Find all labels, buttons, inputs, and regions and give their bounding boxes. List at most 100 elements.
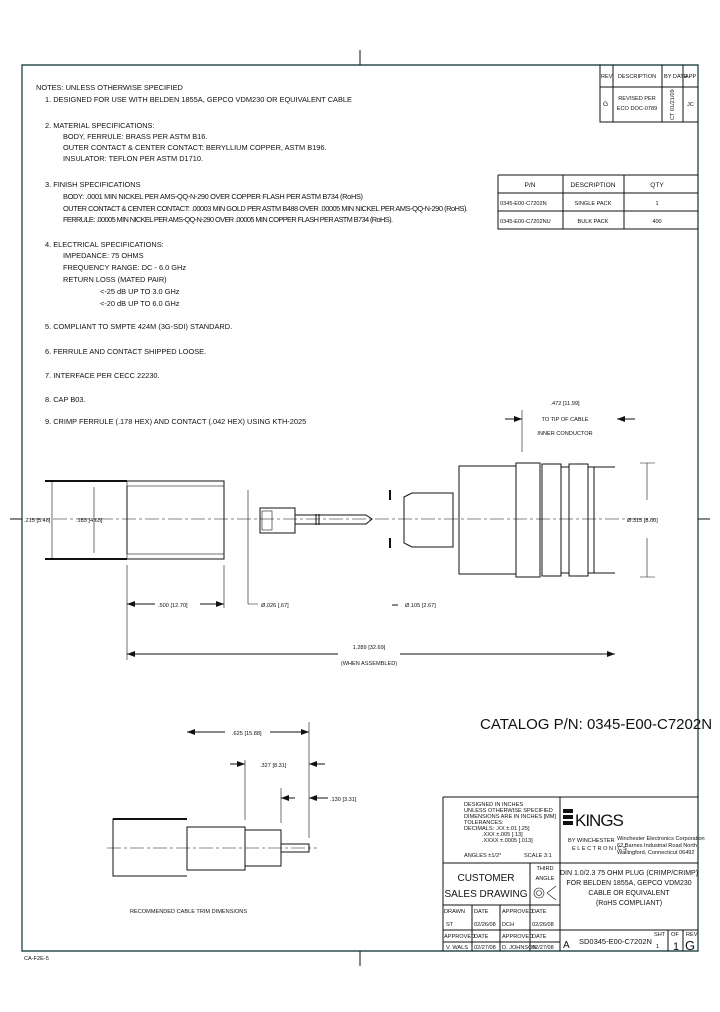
note-2: 2. MATERIAL SPECIFICATIONS: [45, 121, 155, 130]
tip-note-2: INNER CONDUCTOR [537, 431, 592, 437]
note-4: 4. ELECTRICAL SPECIFICATIONS: [45, 240, 164, 249]
note-3: 3. FINISH SPECIFICATIONS [45, 180, 141, 189]
date-label: DATE [532, 934, 547, 940]
sheet-number: 1 [656, 944, 659, 950]
rev-description: REVISED PER [618, 96, 656, 102]
part-description: SINGLE PACK [575, 201, 612, 207]
brand-sub-2: ELECTRONICS [572, 846, 628, 852]
notes-heading: NOTES: UNLESS OTHERWISE SPECIFIED [36, 83, 183, 92]
nut-dia-dimension: Ø.105 [2.67] [405, 603, 436, 609]
drawing-type-2: SALES DRAWING [445, 889, 528, 900]
approved-by: DCH [502, 922, 514, 928]
overall-length-note: (WHEN ASSEMBLED) [341, 661, 397, 667]
drawing-size: A [563, 940, 570, 951]
tolerance-line: DESIGNED IN INCHES [464, 802, 523, 808]
sheet-total: 1 [673, 941, 679, 953]
approved-label: APPROVED [502, 909, 533, 915]
pn-header: P/N [525, 182, 536, 189]
note-3c: FERRULE: .00005 MIN NICKEL PER AMS-QQ-N-… [63, 215, 393, 224]
note-3a: BODY: .0001 MIN NICKEL PER AMS-QQ-N-290 … [63, 192, 363, 201]
note-4e: <-20 dB UP TO 6.0 GHz [100, 299, 180, 308]
contact-dia-dimension: Ø.026 [.67] [261, 603, 289, 609]
date-label: DATE [474, 934, 489, 940]
by-date-header: BY DATE [664, 74, 688, 80]
of-label: OF [671, 932, 679, 938]
body-dia-dimension: Ø.315 [8.00] [627, 518, 658, 524]
title-block: DESIGNED IN INCHES UNLESS OTHERWISE SPEC… [442, 796, 705, 953]
rev-by-date: CT 01/21/09 [670, 89, 676, 120]
note-7: 7. INTERFACE PER CECC 22230. [45, 371, 160, 380]
note-9: 9. CRIMP FERRULE (.178 HEX) AND CONTACT … [45, 417, 306, 426]
description-header: DESCRIPTION [570, 182, 615, 189]
third-angle-projection-icon [533, 885, 557, 901]
rev-label: REV [686, 932, 698, 938]
part-qty: 1 [655, 201, 658, 207]
tolerance-line: DECIMALS: .XX ±.01 [.25] [464, 826, 530, 832]
cable-trim-view: .625 [15.88] .327 [8.31] .130 [3.31] REC… [107, 722, 357, 915]
tolerance-line: .XXXX ±.0005 [.013] [482, 838, 533, 844]
tolerance-line: UNLESS OTHERWISE SPECIFIED [464, 808, 553, 814]
note-4b: FREQUENCY RANGE: DC - 6.0 GHz [63, 263, 186, 272]
tip-dimension: .472 [11.99] [550, 401, 580, 407]
brand-sub: BY WINCHESTER [568, 838, 615, 844]
note-6: 6. FERRULE AND CONTACT SHIPPED LOOSE. [45, 347, 206, 356]
overall-length-dimension: 1.289 [32.69] [353, 645, 386, 651]
third-angle-label: THIRD [536, 866, 553, 872]
drawn-by: ST [446, 922, 454, 928]
company-name: Winchester Electronics Corporation [617, 836, 705, 842]
note-2c: INSULATOR: TEFLON PER ASTM D1710. [63, 154, 203, 163]
sheet-label: SHT [654, 932, 666, 938]
drawing-number: SD0345-E00-C7202N [579, 937, 652, 946]
tolerance-line: DIMENSIONS ARE IN INCHES [MM] [464, 814, 556, 820]
date-label: DATE [532, 909, 547, 915]
approved-label: APPROVED [444, 934, 475, 940]
note-2a: BODY, FERRULE: BRASS PER ASTM B16. [63, 132, 207, 141]
connector-exploded-view: .215 [5.46] .183 [4.65] Ø.026 [.67] Ø.10… [24, 401, 658, 667]
sheet-border [10, 50, 710, 966]
part-description-2: FOR BELDEN 1855A, GEPCO VDM230 [566, 880, 691, 887]
trim-caption: RECOMMENDED CABLE TRIM DIMENSIONS [130, 909, 247, 915]
approved-date: 02/26/08 [532, 922, 554, 928]
third-angle-label-2: ANGLE [536, 876, 555, 882]
drawing-type: CUSTOMER [457, 873, 514, 884]
date-label: DATE [474, 909, 489, 915]
note-4a: IMPEDANCE: 75 OHMS [63, 251, 144, 260]
scale: SCALE 3:1 [524, 853, 552, 859]
part-number: 0345-E00-C7202N [500, 201, 547, 207]
notes: NOTES: UNLESS OTHERWISE SPECIFIED 1. DES… [36, 83, 468, 426]
revision-table: REV DESCRIPTION BY DATE APP G REVISED PE… [599, 65, 698, 123]
company-address: 62 Barnes Industrial Road North [617, 843, 697, 849]
rev-description-2: ECO DOC-0789 [617, 106, 657, 112]
connector-body: Ø.315 [8.00] .472 [11.99] TO TIP OF CABL… [458, 401, 658, 578]
approved-date: 02/27/08 [532, 945, 554, 951]
rev-header: REV [601, 74, 613, 80]
tip-note: TO TIP OF CABLE [542, 417, 589, 423]
approved-date: 02/27/08 [474, 945, 496, 951]
ferrule-length-dimension: .500 [12.70] [158, 603, 188, 609]
part-description-4: (RoHS COMPLIANT) [596, 900, 662, 907]
kings-logo: KINGS [563, 809, 625, 830]
trim-dimension-2: .327 [8.31] [260, 763, 287, 769]
coupling-nut: Ø.105 [2.67] [389, 490, 454, 609]
trim-dimension-1: .625 [15.88] [232, 731, 262, 737]
note-2b: OUTER CONTACT & CENTER CONTACT: BERYLLIU… [63, 143, 327, 152]
part-description: DIN 1.0/2.3 75 OHM PLUG (CRIMP/CRIMP) [560, 870, 698, 877]
ferrule-id-dimension: .183 [4.65] [76, 518, 103, 524]
note-8: 8. CAP B03. [45, 395, 86, 404]
company-city: Wallingford, Connecticut 06492 [617, 850, 695, 856]
tolerance-line: TOLERANCES: [464, 820, 504, 826]
parts-table: P/N DESCRIPTION QTY 0345-E00-C7202N SING… [497, 174, 698, 230]
approved-by: D. JOHNSON [502, 945, 537, 951]
trim-dimension-3: .130 [3.31] [330, 797, 357, 803]
angles-tolerance: ANGLES ±1/2° [464, 853, 501, 859]
app-header: APP [685, 74, 696, 80]
part-qty: 400 [652, 219, 661, 225]
ferrule-od-dimension: .215 [5.46] [24, 518, 51, 524]
drawn-date: 02/26/08 [474, 922, 496, 928]
part-description-3: CABLE OR EQUIVALENT [588, 890, 670, 897]
tolerance-line: .XXX ±.005 [.13] [482, 832, 523, 838]
rev-app: JC [687, 102, 694, 108]
revision-letter: G [685, 938, 695, 953]
note-1: 1. DESIGNED FOR USE WITH BELDEN 1855A, G… [45, 95, 352, 104]
